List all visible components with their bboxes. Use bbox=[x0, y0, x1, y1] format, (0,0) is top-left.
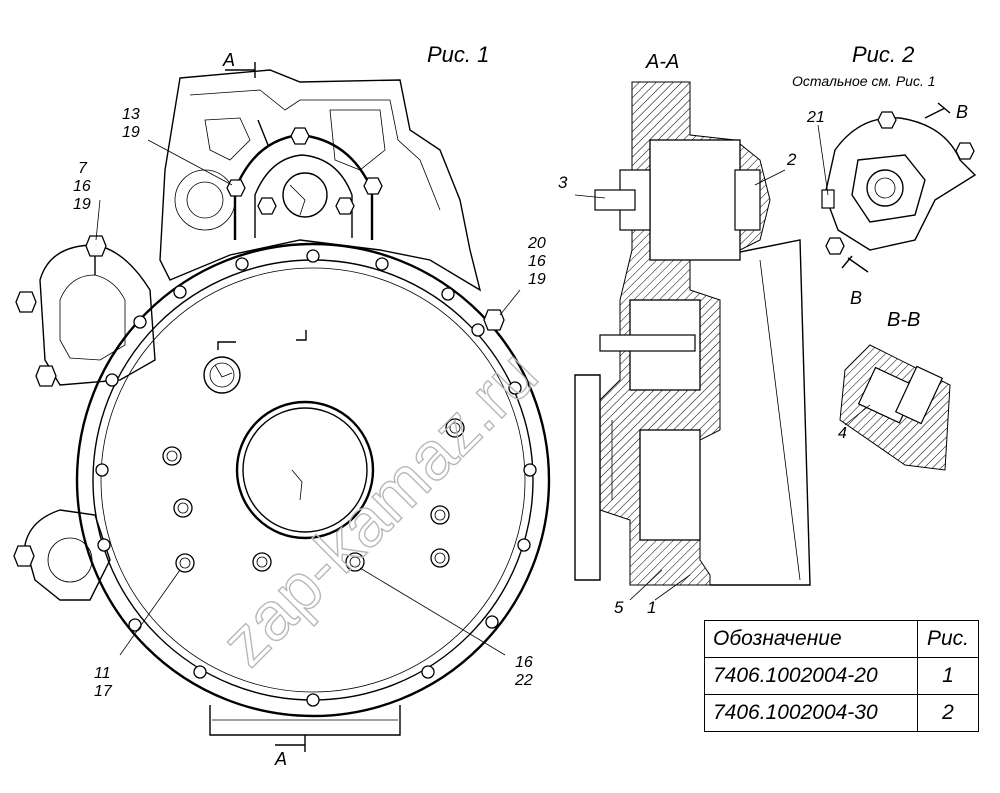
callout-17: 17 bbox=[94, 683, 113, 700]
cover-bolts bbox=[13, 127, 505, 567]
diagram-labels: Рис. 1 А-А Рис. 2 Остальное см. Рис. 1 В… bbox=[73, 42, 968, 769]
callout-4: 4 bbox=[838, 425, 847, 442]
cut-a-bottom: А bbox=[274, 749, 287, 769]
fig2-title: Рис. 2 bbox=[852, 42, 914, 67]
table-header-row: Обозначение Рис. bbox=[704, 620, 979, 658]
table-header-cell: Рис. bbox=[917, 620, 979, 658]
callout-7: 7 bbox=[78, 160, 88, 177]
cut-v-bottom: В bbox=[850, 288, 862, 308]
cut-v-top: В bbox=[956, 102, 968, 122]
designation-table: Обозначение Рис. 7406.1002004-20 1 7406.… bbox=[704, 620, 979, 732]
callout-21: 21 bbox=[806, 109, 825, 126]
callout-3: 3 bbox=[558, 173, 568, 192]
callout-19: 19 bbox=[73, 196, 91, 213]
callout-1: 1 bbox=[647, 598, 656, 617]
callout-19: 19 bbox=[122, 124, 140, 141]
callout-20: 20 bbox=[527, 235, 546, 252]
callout-16: 16 bbox=[515, 654, 533, 671]
fig1-title: Рис. 1 bbox=[427, 42, 489, 67]
section-aa-view bbox=[574, 81, 811, 601]
fig1-leaders bbox=[95, 139, 521, 656]
table-cell: 2 bbox=[917, 694, 979, 732]
table-row: 7406.1002004-20 1 bbox=[704, 657, 979, 695]
fig2-note: Остальное см. Рис. 1 bbox=[792, 73, 936, 89]
inner-bolts bbox=[162, 418, 465, 573]
rim-bolts bbox=[95, 249, 537, 707]
callout-22: 22 bbox=[514, 672, 533, 689]
section-vv-title: В-В bbox=[887, 309, 920, 331]
fig1-housing-view bbox=[13, 62, 551, 752]
callout-16: 16 bbox=[528, 253, 546, 270]
watermark: zap-kamaz.ru bbox=[207, 336, 552, 681]
table-row: 7406.1002004-30 2 bbox=[704, 694, 979, 732]
callout-11: 11 bbox=[94, 665, 111, 682]
callout-16: 16 bbox=[73, 178, 91, 195]
fig2-view bbox=[817, 102, 977, 273]
table-cell: 7406.1002004-20 bbox=[704, 657, 918, 695]
callout-2: 2 bbox=[786, 150, 797, 169]
callout-13: 13 bbox=[122, 106, 140, 123]
section-aa-title: А-А bbox=[645, 51, 679, 73]
table-cell: 7406.1002004-30 bbox=[704, 694, 918, 732]
table-header-cell: Обозначение bbox=[704, 620, 918, 658]
table-cell: 1 bbox=[917, 657, 979, 695]
callout-19: 19 bbox=[528, 271, 546, 288]
cut-a-top: А bbox=[222, 50, 235, 70]
section-vv-view bbox=[839, 344, 951, 471]
callout-5: 5 bbox=[614, 598, 624, 617]
